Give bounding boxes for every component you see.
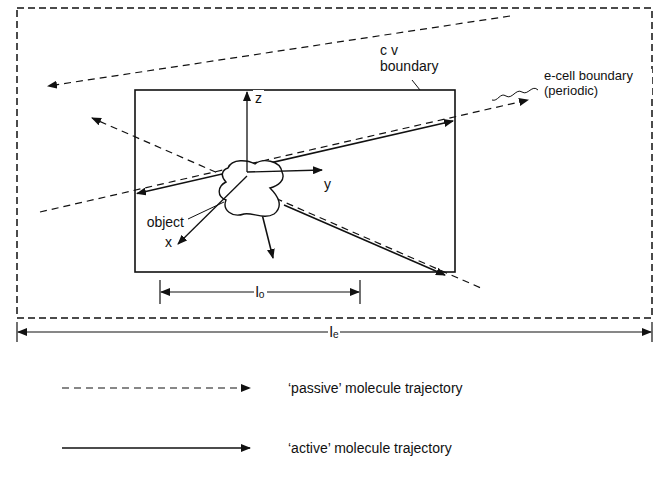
object-label: object [145,214,186,230]
dimension-tick [159,280,160,304]
leader-line [412,80,420,90]
e-cell-boundary [17,8,652,318]
passive-trajectory [40,100,528,212]
active-trajectory [137,121,453,194]
dimension-tick [16,322,17,342]
active-trajectory [284,205,445,275]
axis-label: z [253,90,264,106]
legend-text: ‘passive’ molecule trajectory [286,380,465,396]
boundary-label: e-cell boundary (periodic) [542,69,652,99]
legend-text: ‘active’ molecule trajectory [286,440,454,456]
dimension-tick [359,280,360,304]
axis-label: y [322,176,333,192]
x-axis [178,176,247,244]
dimension-label: lₑ [328,323,341,340]
passive-trajectory [48,16,510,86]
dimension-tick [651,322,652,342]
object-shape [219,161,283,217]
cv-boundary [135,90,455,272]
passive-trajectory [92,118,480,288]
legend-sample [62,447,250,449]
squiggle-leader [492,88,538,100]
legend-sample [62,387,250,388]
z-axis [246,92,247,172]
axis-label: x [163,234,174,250]
leader-line [188,202,224,219]
y-axis [247,170,322,172]
dimension-label: lₒ [254,283,267,300]
boundary-label: c v boundary [378,42,448,74]
active-trajectory [262,214,273,258]
